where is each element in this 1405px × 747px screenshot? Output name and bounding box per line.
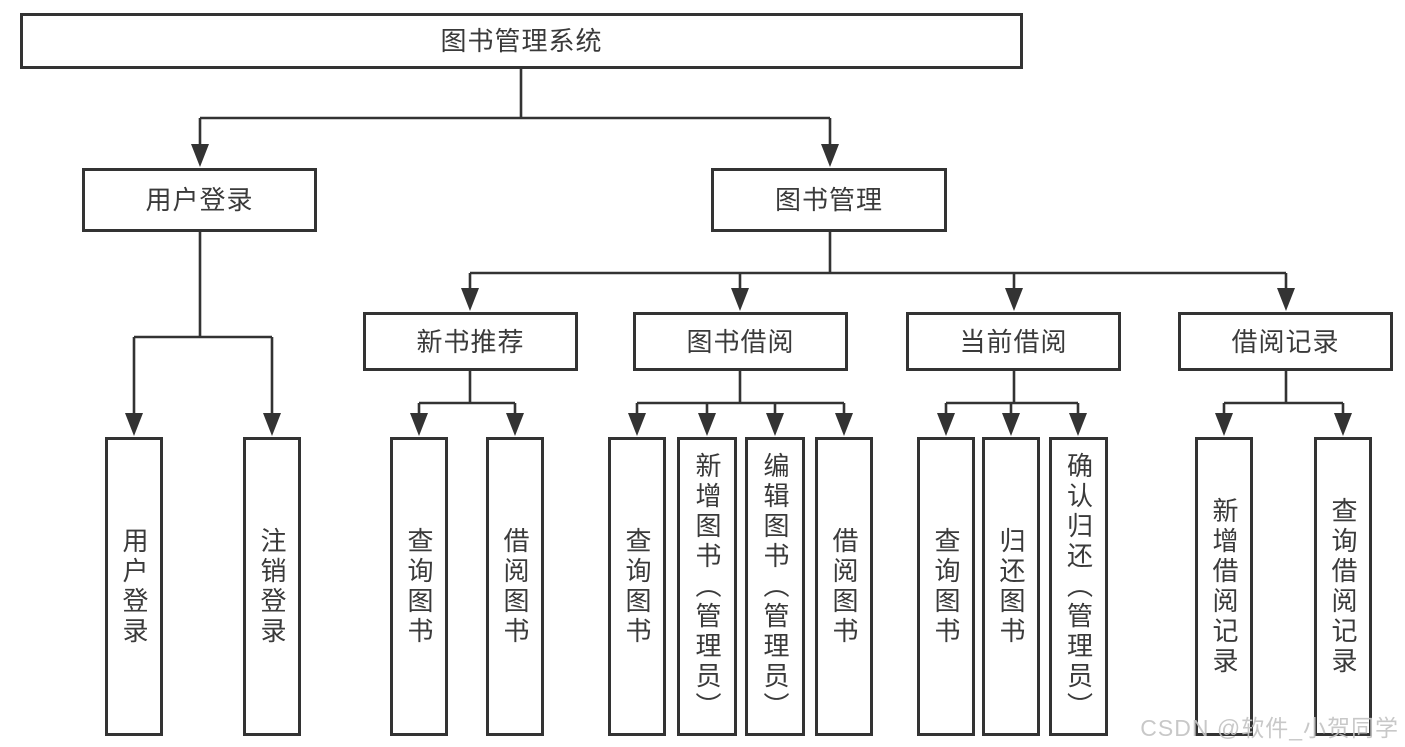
arrowheads [125, 144, 1352, 436]
node-borrow-records: 借阅记录 [1178, 312, 1393, 371]
leaf-borrow-books-2: 借阅图书 [815, 437, 873, 736]
node-book-borrow: 图书借阅 [633, 312, 848, 371]
leaf-confirm-return-admin: 确认归还（管理员） [1049, 437, 1108, 736]
leaf-return-book: 归还图书 [982, 437, 1040, 736]
leaf-edit-book-admin: 编辑图书（管理员） [745, 437, 805, 736]
leaf-logout: 注销登录 [243, 437, 301, 736]
leaf-query-books-1: 查询图书 [390, 437, 448, 736]
leaf-borrow-books-1: 借阅图书 [486, 437, 544, 736]
csdn-watermark: CSDN @软件_小贺同学 [1140, 715, 1399, 741]
node-user-login: 用户登录 [82, 168, 317, 232]
leaf-add-book-admin: 新增图书（管理员） [677, 437, 737, 736]
leaf-add-borrow-record: 新增借阅记录 [1195, 437, 1253, 736]
leaf-user-login: 用户登录 [105, 437, 163, 736]
node-root: 图书管理系统 [20, 13, 1023, 69]
leaf-query-books-2: 查询图书 [608, 437, 666, 736]
leaf-query-borrow-record: 查询借阅记录 [1314, 437, 1372, 736]
node-book-management: 图书管理 [711, 168, 947, 232]
connector-path [132, 69, 1345, 416]
node-new-book-recommend: 新书推荐 [363, 312, 578, 371]
leaf-query-books-3: 查询图书 [917, 437, 975, 736]
node-current-borrow: 当前借阅 [906, 312, 1121, 371]
